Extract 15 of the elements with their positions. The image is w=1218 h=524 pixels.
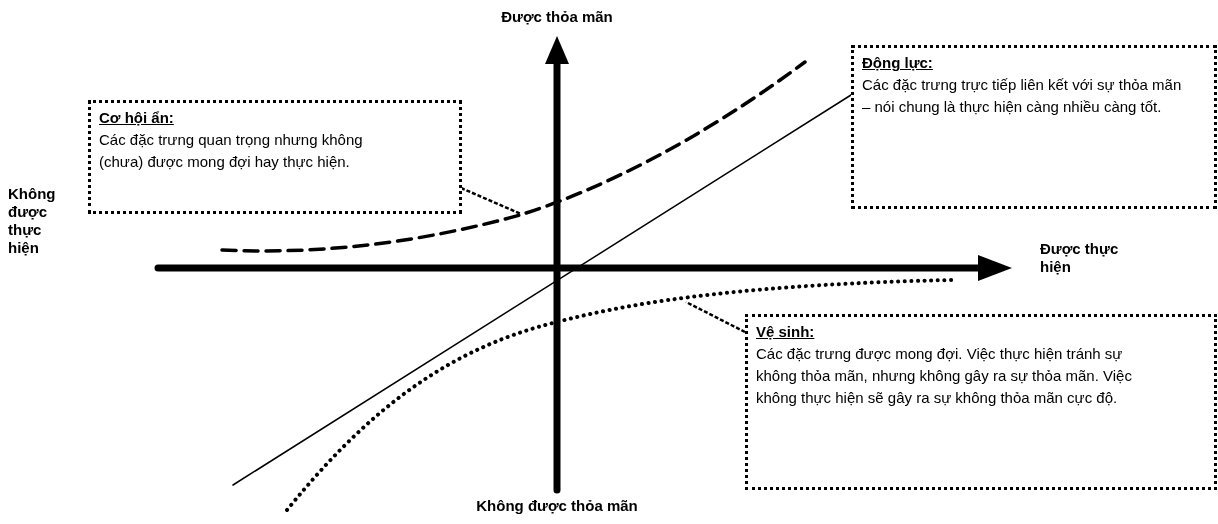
- axis-label: Được thỏa mãn: [500, 8, 614, 26]
- axis-label: Không được thực hiện: [8, 185, 57, 257]
- leader-line: [460, 186, 522, 216]
- callout-heading: Cơ hội ẩn:: [99, 108, 174, 128]
- callout-heading: Vệ sinh:: [756, 322, 815, 342]
- leader-line: [685, 300, 746, 334]
- callout-text: Các đặc trưng quan trọng nhưng không (chưa) được mong đợi hay thực hiện.: [99, 130, 364, 172]
- axis-label: Được thực hiện: [1040, 240, 1120, 276]
- axis-label: Không được thỏa mãn: [475, 497, 639, 515]
- callout-box: [745, 314, 1217, 490]
- callout-box: [88, 100, 462, 214]
- callout-box: [851, 45, 1217, 209]
- callout-heading: Động lực:: [862, 53, 933, 73]
- callout-text: Các đặc trưng trực tiếp liên kết với sự thỏa mãn – nói chung là thực hiện càng nhiều càng tốt.: [862, 75, 1183, 117]
- callout-text: Các đặc trưng được mong đợi. Việc thực hiện tránh sự không thỏa mãn, nhưng không gây ra sự thỏa mãn. Việc không thực hiện sẽ gây ra sự không thỏa mãn cực độ.: [756, 344, 1133, 408]
